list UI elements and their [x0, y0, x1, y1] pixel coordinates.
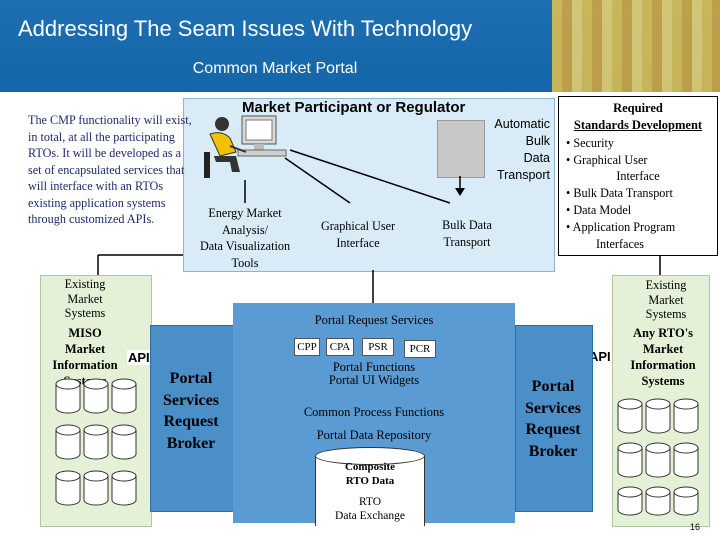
requirement-item: Interfaces — [595, 237, 645, 251]
requirement-item: Interface — [616, 169, 660, 183]
graphical-user-interface-label: Graphical User Interface — [320, 219, 396, 250]
portal-functions-label: Portal Functions Portal UI Widgets — [328, 360, 420, 387]
composite-rto-data-label: Composite RTO Data — [344, 461, 396, 487]
required-standards-subtitle: Standards Development — [573, 118, 703, 132]
person-at-computer-icon — [204, 115, 287, 178]
right-broker-panel — [515, 325, 593, 512]
portal-data-repository-label: Portal Data Repository — [316, 428, 432, 442]
database-icon — [55, 378, 137, 506]
portal-request-services-label: Portal Request Services — [314, 313, 434, 327]
right-api-label: API — [588, 349, 612, 364]
left-api-label: API — [127, 350, 151, 365]
left-broker-panel — [150, 325, 234, 512]
market-participant-heading: Market Participant or Regulator — [242, 99, 466, 116]
bulk-data-transport-label: Bulk Data Transport — [442, 218, 492, 249]
automatic-bulk-data-transport-label: Automatic Bulk Data Transport — [494, 117, 550, 182]
rto-systems-label: Any RTO's Market Information Systems — [630, 326, 696, 388]
requirement-item: • Data Model — [566, 203, 632, 217]
database-icon — [617, 398, 699, 516]
requirement-item: • Bulk Data Transport — [566, 186, 673, 200]
left-existing-systems-label: Existing Market Systems — [64, 277, 106, 320]
requirement-item: • Graphical User — [566, 153, 648, 167]
requirement-item: • Security — [566, 136, 614, 150]
rto-data-exchange-label: RTO Data Exchange — [335, 496, 405, 522]
cmp-description: The CMP functionality will exist, in tot… — [28, 113, 192, 226]
right-existing-systems-label: Existing Market Systems — [645, 278, 687, 321]
left-database-icons — [55, 378, 137, 506]
page-number: 16 — [690, 522, 701, 532]
left-broker-label: Portal Services Request Broker — [163, 370, 219, 452]
cpp-service-box: CPP — [294, 338, 320, 356]
required-standards-title: Required — [613, 101, 663, 115]
right-broker-label: Portal Services Request Broker — [525, 378, 581, 460]
rto-data-cylinder-top — [315, 447, 425, 465]
required-standards-box — [558, 96, 718, 256]
requirement-item: • Application Program — [566, 220, 676, 234]
rto-data-cylinder — [315, 456, 425, 526]
common-process-functions-label: Common Process Functions — [303, 405, 445, 419]
title-decoration — [552, 0, 720, 92]
server-icon — [437, 120, 485, 178]
pcr-service-box: PCR — [404, 340, 436, 358]
slide-subtitle: Common Market Portal — [192, 60, 358, 77]
cpa-service-box: CPA — [326, 338, 354, 356]
energy-market-tools-label: Energy Market Analysis/ Data Visualizati… — [199, 206, 291, 270]
right-database-icons — [617, 398, 699, 516]
psr-service-box: PSR — [362, 338, 394, 356]
slide-title: Addressing The Seam Issues With Technolo… — [18, 16, 473, 41]
